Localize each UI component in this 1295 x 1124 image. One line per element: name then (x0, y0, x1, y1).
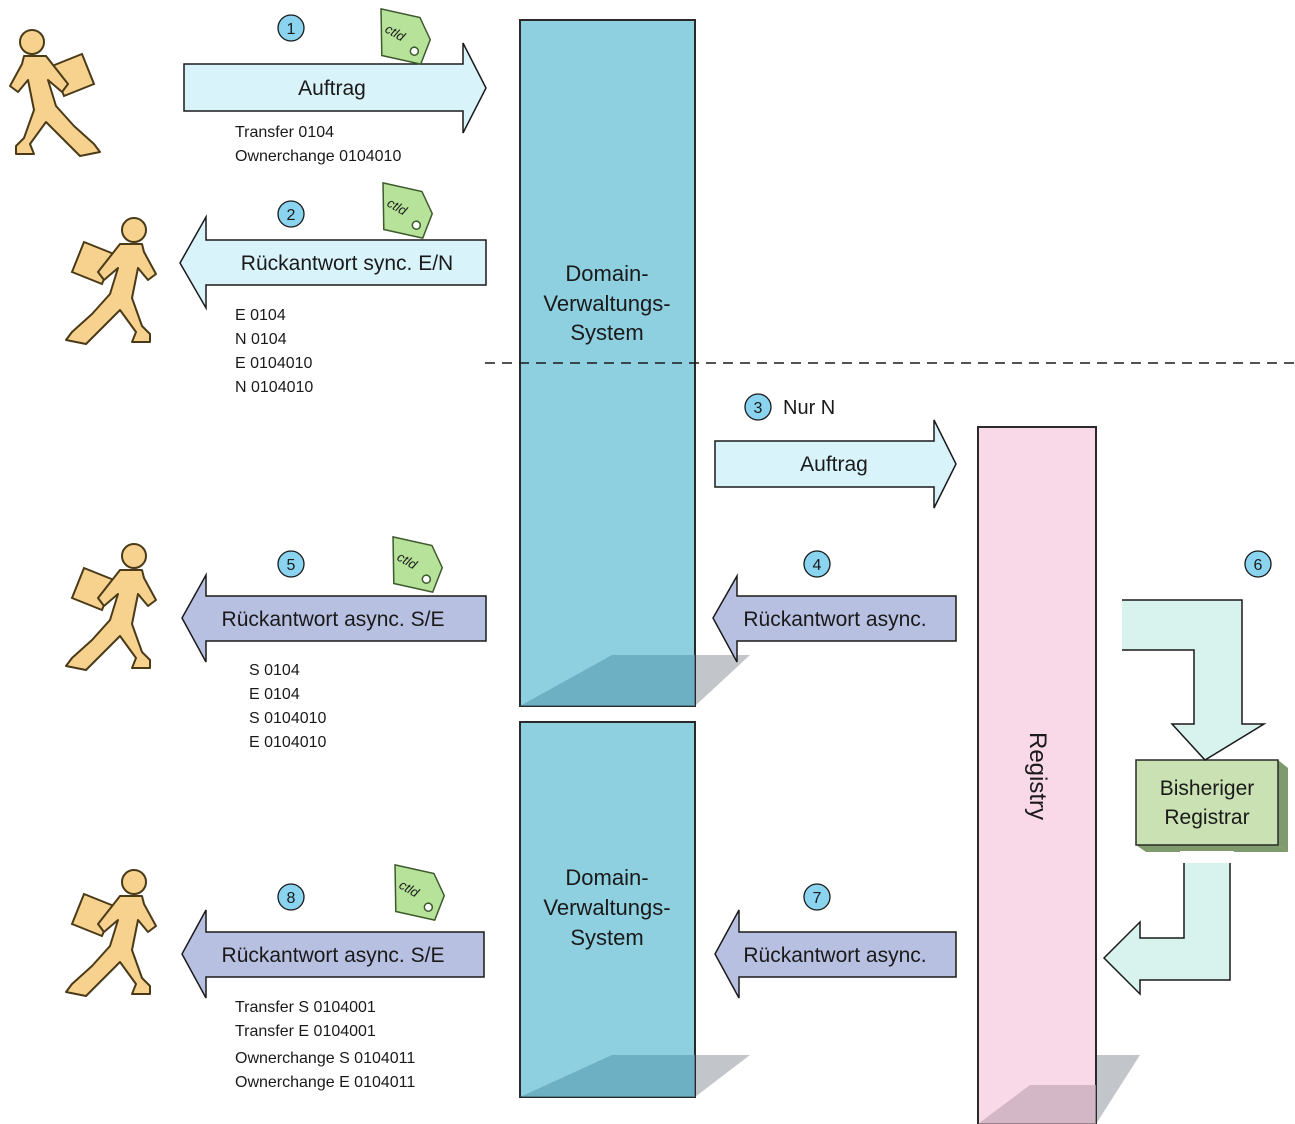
note-5-line: E 0104010 (249, 734, 327, 751)
note-8-line: Ownerchange S 0104011 (235, 1050, 415, 1067)
svg-text:1: 1 (287, 21, 296, 38)
arrow-step-2: Rückantwort sync. E/N (179, 214, 487, 311)
step-3-badge: 3 (744, 393, 772, 421)
dvs-bottom-line-3: System (570, 925, 643, 950)
arrow-4-label: Rückantwort async. (743, 608, 926, 631)
step-3-caption: Nur N (783, 397, 835, 419)
svg-text:4: 4 (813, 557, 822, 574)
notes-step-1: Transfer 0104 Ownerchange 0104010 (235, 124, 401, 165)
tag-1-icon: ctld (360, 0, 442, 76)
dvs-bottom-line-1: Domain- (565, 865, 648, 890)
person-8-icon (65, 869, 157, 997)
registrar-box: Bisheriger Registrar (1135, 759, 1288, 852)
registrar-line-1: Bisheriger (1160, 777, 1255, 800)
note-2-line: E 0104 (235, 307, 286, 324)
person-2-icon (65, 217, 157, 345)
arrow-3-label: Auftrag (800, 453, 868, 476)
note-2-line: N 0104010 (235, 379, 313, 396)
dvs-bottom-box: Domain- Verwaltungs- System (519, 721, 750, 1098)
dvs-top-line-1: Domain- (565, 261, 648, 286)
arrow-step-7: Rückantwort async. (714, 909, 957, 999)
note-1-line: Transfer 0104 (235, 124, 334, 141)
arrow-step-3: Auftrag (714, 419, 957, 509)
step-7-badge: 7 (803, 883, 831, 911)
arrow-7-label: Rückantwort async. (743, 944, 926, 967)
note-5-line: E 0104 (249, 686, 300, 703)
notes-step-2: E 0104 N 0104 E 0104010 N 0104010 (235, 307, 313, 396)
arrow-2-label: Rückantwort sync. E/N (241, 252, 453, 275)
dvs-top-line-3: System (570, 320, 643, 345)
notes-step-5: S 0104 E 0104 S 0104010 E 0104010 (249, 662, 327, 751)
person-5-icon (65, 543, 157, 671)
tag-2-icon: ctld (362, 171, 444, 250)
person-1-icon (9, 29, 101, 157)
svg-text:3: 3 (754, 400, 763, 417)
svg-text:2: 2 (287, 207, 296, 224)
arrow-step-4: Rückantwort async. (712, 573, 957, 663)
note-2-line: E 0104010 (235, 355, 313, 372)
note-8-line: Transfer E 0104001 (235, 1023, 376, 1040)
note-8-line: Transfer S 0104001 (235, 999, 376, 1016)
tag-8-icon: ctld (374, 853, 456, 932)
registrar-line-2: Registrar (1164, 806, 1249, 829)
svg-text:5: 5 (287, 557, 296, 574)
dvs-top-box: Domain- Verwaltungs- System (519, 19, 750, 707)
registrar-to-registry-arrow (1102, 854, 1231, 996)
notes-step-8: Transfer S 0104001 Transfer E 0104001 Ow… (235, 999, 415, 1091)
note-8-line: Ownerchange E 0104011 (235, 1074, 415, 1091)
note-5-line: S 0104010 (249, 710, 327, 727)
dvs-bottom-line-2: Verwaltungs- (543, 895, 670, 920)
step-6-badge: 6 (1244, 550, 1272, 578)
step-5-badge: 5 (277, 550, 305, 578)
arrow-8-label: Rückantwort async. S/E (222, 944, 445, 967)
note-5-line: S 0104 (249, 662, 300, 679)
arrow-step-8: Rückantwort async. S/E (181, 909, 485, 999)
arrow-step-5: Rückantwort async. S/E (181, 572, 487, 663)
svg-text:6: 6 (1254, 557, 1263, 574)
registry-box: Registry (977, 426, 1140, 1124)
arrow-step-1: Auftrag (183, 42, 487, 134)
arrow-1-label: Auftrag (298, 77, 366, 100)
step-2-badge: 2 (277, 200, 305, 228)
step-1-badge: 1 (277, 14, 305, 42)
svg-text:8: 8 (287, 890, 296, 907)
note-2-line: N 0104 (235, 331, 287, 348)
svg-text:7: 7 (813, 890, 822, 907)
arrow-5-label: Rückantwort async. S/E (222, 608, 445, 631)
note-1-line: Ownerchange 0104010 (235, 148, 401, 165)
dvs-top-line-2: Verwaltungs- (543, 291, 670, 316)
tag-5-icon: ctld (372, 525, 454, 604)
step-4-badge: 4 (803, 550, 831, 578)
registry-to-registrar-arrow (1115, 599, 1267, 761)
step-8-badge: 8 (277, 883, 305, 911)
registry-label: Registry (1024, 732, 1051, 820)
